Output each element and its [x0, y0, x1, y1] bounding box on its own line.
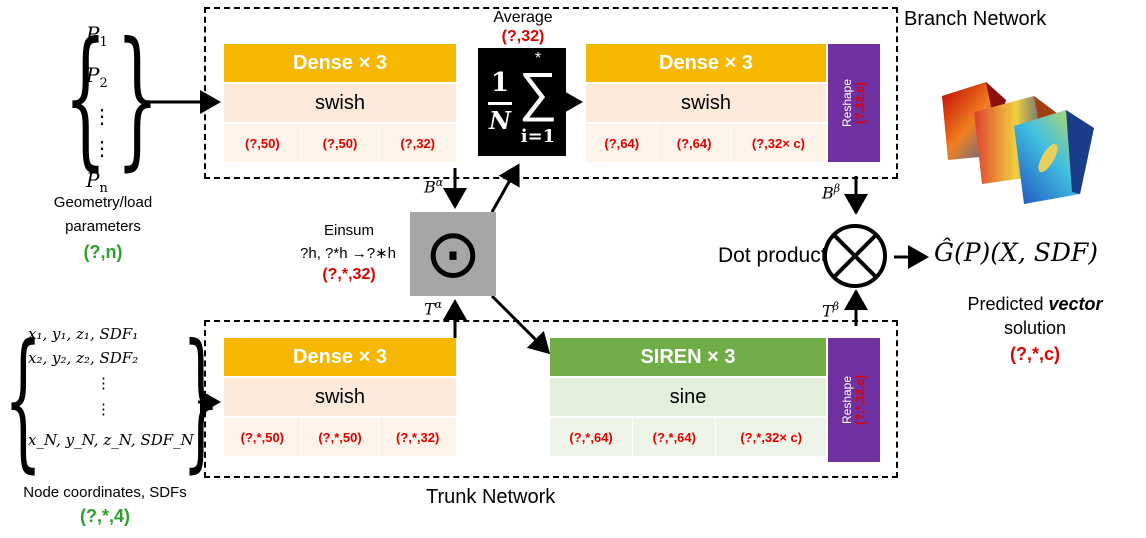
- branch-dense1-header: Dense × 3: [224, 44, 456, 82]
- trunk-network-title: Trunk Network: [426, 486, 556, 508]
- reshape-shape: (?,*,32,c): [853, 374, 867, 426]
- sum-icon: ∑: [518, 62, 558, 122]
- sum-frac-bar: [488, 102, 512, 105]
- param-vdots-2: ⋮: [92, 136, 112, 160]
- branch-reshape-block: Reshape (?,32,c): [828, 44, 880, 162]
- node-row-n: x_N, y_N, z_N, SDF_N: [28, 431, 194, 449]
- average-sum-box: 1 N * ∑ i=1: [478, 48, 566, 156]
- trunk-input-shape: (?,*,4): [79, 506, 130, 526]
- sum-upper: *: [534, 50, 542, 67]
- param-pn: Pn: [86, 168, 108, 196]
- shape-cell: (?,*,64): [550, 418, 634, 456]
- trunk-input-brace-left: {: [4, 313, 43, 487]
- shape-cell: (?,50): [224, 124, 302, 162]
- arrow-einsum-to-siren: [490, 294, 551, 355]
- trunk-input-list: x₁, y₁, z₁, SDF₁ x₂, y₂, z₂, SDF₂ ⋮ ⋮ x_…: [28, 322, 198, 452]
- shape-cell: (?,*,32× c): [716, 418, 826, 456]
- trunk-dense-shapes: (?,*,50) (?,*,50) (?,*,32): [224, 418, 457, 456]
- average-label: Average: [493, 9, 553, 26]
- param-p1: P1: [86, 22, 108, 50]
- node-row-2: x₂, y₂, z₂, SDF₂: [28, 349, 139, 367]
- branch-dense2-shapes: (?,64) (?,64) (?,32× c): [586, 124, 827, 162]
- dot-product-icon: [823, 224, 887, 288]
- branch-input-shape: (?,n): [83, 242, 123, 262]
- trunk-input-caption: Node coordinates, SDFs: [23, 484, 187, 501]
- output-caption-2: solution: [1003, 318, 1067, 338]
- output-formula: Ĝ(P)(X, SDF): [934, 238, 1099, 267]
- output-caption-1: Predicted vector: [967, 294, 1103, 314]
- branch-input-brace-left: {: [64, 11, 107, 185]
- shape-cell: (?,*,32): [379, 418, 457, 456]
- node-vdots-2: ⋮: [96, 400, 111, 418]
- node-vdots: ⋮: [96, 374, 111, 392]
- trunk-dense-activation: swish: [224, 378, 456, 416]
- node-row-1: x₁, y₁, z₁, SDF₁: [28, 325, 139, 343]
- einsum-shape: (?,*,32): [322, 266, 376, 283]
- sum-frac-num: 1: [490, 68, 510, 98]
- param-p2: P2: [86, 63, 108, 91]
- trunk-network-box: [204, 320, 898, 478]
- predicted-solution-illustration: [942, 82, 1094, 204]
- branch-network-title: Branch Network: [904, 8, 1047, 30]
- t-beta-label: Tβ: [822, 300, 840, 321]
- branch-dense2-activation: swish: [586, 84, 826, 122]
- trunk-siren-shapes: (?,*,64) (?,*,64) (?,*,32× c): [550, 418, 826, 456]
- sum-frac-den: N: [489, 106, 511, 135]
- shape-cell: (?,32): [379, 124, 457, 162]
- trunk-input-brace-right: }: [182, 313, 221, 487]
- einsum-formula: ?h, ?*h →?∗h: [300, 245, 396, 262]
- branch-input-caption-2: parameters: [65, 218, 141, 235]
- arrow-einsum-to-average: [490, 163, 520, 213]
- shape-cell: (?,50): [301, 124, 380, 162]
- branch-input-caption-1: Geometry/load: [53, 194, 153, 211]
- param-vdots-1: ⋮: [92, 104, 112, 128]
- b-beta-label: Bβ: [822, 182, 841, 203]
- average-shape: (?,32): [501, 28, 545, 45]
- branch-dense2-header: Dense × 3: [586, 44, 826, 82]
- branch-dense1-shapes: (?,50) (?,50) (?,32): [224, 124, 457, 162]
- shape-cell: (?,*,50): [301, 418, 380, 456]
- einsum-box: [410, 212, 496, 296]
- shape-cell: (?,*,50): [224, 418, 302, 456]
- shape-cell: (?,*,64): [633, 418, 717, 456]
- branch-input-brace-right: }: [116, 11, 159, 185]
- trunk-dense-header: Dense × 3: [224, 338, 456, 376]
- shape-cell: (?,64): [658, 124, 731, 162]
- einsum-label: Einsum: [323, 222, 375, 239]
- trunk-reshape-block: Reshape (?,*,32,c): [828, 338, 880, 462]
- trunk-siren-activation: sine: [550, 378, 826, 416]
- sum-lower: i=1: [520, 126, 556, 147]
- trunk-siren-header: SIREN × 3: [550, 338, 826, 376]
- branch-input-list: P1 P2 ⋮ ⋮ Pn: [86, 18, 122, 205]
- einsum-icon: ⊙: [424, 216, 482, 292]
- branch-dense1-activation: swish: [224, 84, 456, 122]
- b-alpha-label: Bα: [424, 176, 444, 197]
- t-alpha-label: Tα: [424, 298, 443, 319]
- reshape-shape: (?,32,c): [853, 81, 867, 125]
- shape-cell: (?,64): [586, 124, 659, 162]
- branch-network-box: [204, 7, 898, 179]
- output-shape: (?,*,c): [1009, 344, 1060, 364]
- shape-cell: (?,32× c): [730, 124, 827, 162]
- dot-product-label: Dot product: [718, 244, 827, 267]
